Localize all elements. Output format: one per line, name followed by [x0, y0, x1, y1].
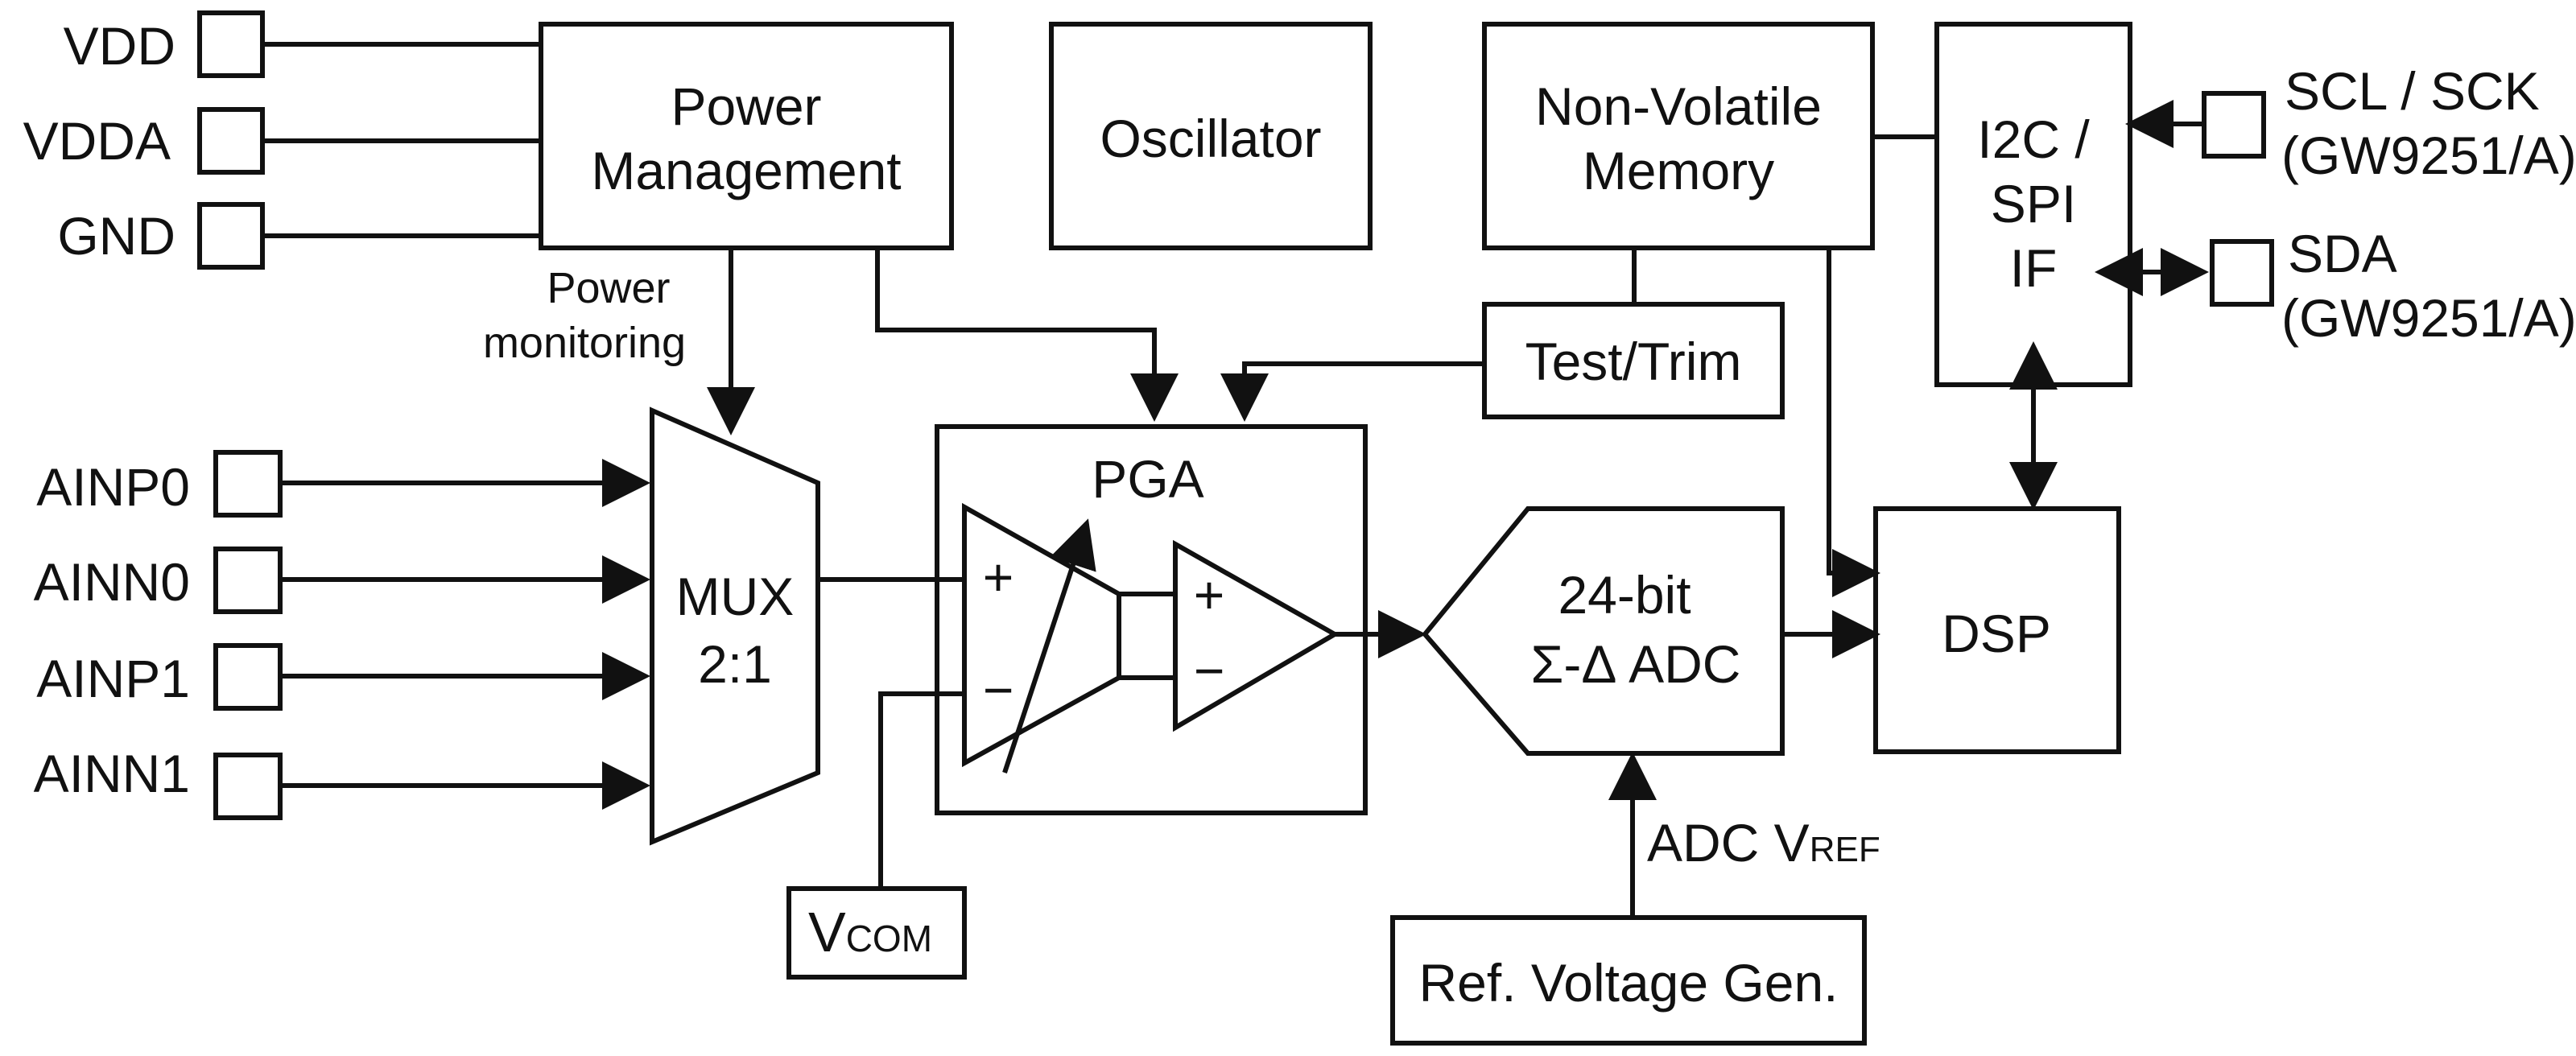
- adc-line1: 24-bit: [1558, 565, 1690, 625]
- block-pga: PGA + − + −: [935, 424, 1368, 815]
- pin-sda-line2: (GW9251/A): [2281, 288, 2576, 348]
- pin-ainn1-label: AINN1: [34, 744, 190, 803]
- pin-ainp0-box: [213, 450, 283, 518]
- pin-ainp1-box: [213, 643, 283, 711]
- test-trim-box: [1482, 302, 1785, 419]
- pin-ainn0-box: [213, 547, 283, 614]
- interface-line3: IF: [2010, 238, 2058, 298]
- oscillator-label: Oscillator: [1100, 109, 1321, 168]
- pin-vdda-label: VDDA: [23, 111, 171, 171]
- power-monitoring-line2: monitoring: [483, 319, 686, 367]
- pin-sda-box: [2210, 239, 2274, 307]
- pin-scl: SCL / SCK (GW9251/A): [2125, 61, 2576, 185]
- pin-sda: SDA (GW9251/A): [2095, 224, 2576, 348]
- pin-vdd-box: [197, 10, 265, 78]
- arrow-trim-to-pga: [1220, 361, 1484, 422]
- power-management-line1: Power: [671, 76, 821, 136]
- pin-vdd: VDD: [64, 10, 541, 78]
- ref-gen-box: [1390, 915, 1867, 1046]
- block-dsp: DSP: [1873, 506, 2121, 754]
- vcom-sub: COM: [846, 918, 932, 959]
- pin-ainn1: AINN1: [34, 744, 650, 820]
- wire-vcom-to-pga: [878, 691, 964, 889]
- dsp-label: DSP: [1942, 604, 2051, 663]
- pga-box: [935, 424, 1368, 815]
- power-management-box: [539, 22, 954, 250]
- adc-vref-label: ADC VREF: [1647, 813, 1880, 872]
- power-management-line2: Management: [591, 141, 901, 200]
- pin-gnd-box: [197, 202, 265, 270]
- pga-label: PGA: [1092, 449, 1203, 509]
- pin-vdd-label: VDD: [64, 16, 175, 76]
- nvm-line2: Memory: [1583, 141, 1774, 200]
- pga-stage2-amp: [1173, 539, 1340, 732]
- pin-ainp0-label: AINP0: [36, 457, 190, 517]
- nvm-box: [1482, 22, 1875, 250]
- pin-ainn0-label: AINN0: [34, 552, 190, 612]
- pin-ainn0: AINN0: [34, 547, 650, 614]
- pin-scl-line1: SCL / SCK: [2285, 61, 2540, 121]
- vcom-label: VCOM: [808, 901, 932, 963]
- adc-vref-sub: REF: [1810, 830, 1880, 869]
- block-interface: I2C / SPI IF: [1934, 22, 2132, 387]
- pga-variable-gain-arrow: [1002, 518, 1096, 773]
- pin-scl-box: [2202, 91, 2266, 159]
- pga-stage2-minus: −: [1194, 641, 1225, 700]
- block-vcom: VCOM: [786, 886, 967, 980]
- pga-stage1-minus: −: [983, 660, 1014, 720]
- pin-ainp1-label: AINP1: [36, 649, 190, 708]
- mux-shape: [650, 406, 820, 846]
- adc-shape: [1422, 506, 1785, 756]
- vcom-main: V: [808, 901, 846, 963]
- vcom-box: [786, 886, 967, 980]
- pga-stage1-amp: [962, 502, 1121, 768]
- pin-vdda-box: [197, 107, 265, 175]
- ref-gen-label: Ref. Voltage Gen.: [1418, 953, 1838, 1013]
- pin-scl-line2: (GW9251/A): [2281, 126, 2576, 185]
- block-test-trim: Test/Trim: [1482, 302, 1785, 419]
- pin-ainn1-box: [213, 753, 283, 820]
- mux-line1: MUX: [676, 567, 795, 626]
- pin-vdda: VDDA: [23, 107, 541, 175]
- block-power-management: Power Management: [539, 22, 954, 250]
- nvm-line1: Non-Volatile: [1535, 76, 1822, 136]
- block-adc: 24-bit Σ-Δ ADC: [1422, 506, 1785, 756]
- test-trim-label: Test/Trim: [1525, 332, 1742, 391]
- pin-ainp1: AINP1: [36, 643, 650, 711]
- arrow-power-to-pga: [875, 248, 1179, 422]
- block-mux: MUX 2:1: [650, 406, 820, 846]
- interface-line2: SPI: [1991, 174, 2076, 233]
- pin-gnd: GND: [57, 202, 541, 270]
- pin-sda-line1: SDA: [2288, 224, 2397, 283]
- pin-ainp0: AINP0: [36, 450, 650, 518]
- pin-gnd-label: GND: [57, 206, 175, 266]
- arrow-nvm-to-dsp: [1827, 248, 1880, 597]
- block-ref-voltage-gen: Ref. Voltage Gen.: [1390, 915, 1867, 1046]
- dsp-box: [1873, 506, 2121, 754]
- adc-vref-main: ADC V: [1647, 813, 1810, 872]
- oscillator-box: [1049, 22, 1373, 250]
- block-oscillator: Oscillator: [1049, 22, 1373, 250]
- interface-line1: I2C /: [1977, 109, 2090, 169]
- pga-stage1-plus: +: [983, 547, 1014, 607]
- pga-stage2-plus: +: [1194, 565, 1225, 625]
- mux-line2: 2:1: [698, 634, 772, 694]
- adc-line2: Σ-Δ ADC: [1531, 634, 1741, 694]
- block-non-volatile-memory: Non-Volatile Memory: [1482, 22, 1875, 250]
- power-monitoring-line1: Power: [547, 264, 670, 312]
